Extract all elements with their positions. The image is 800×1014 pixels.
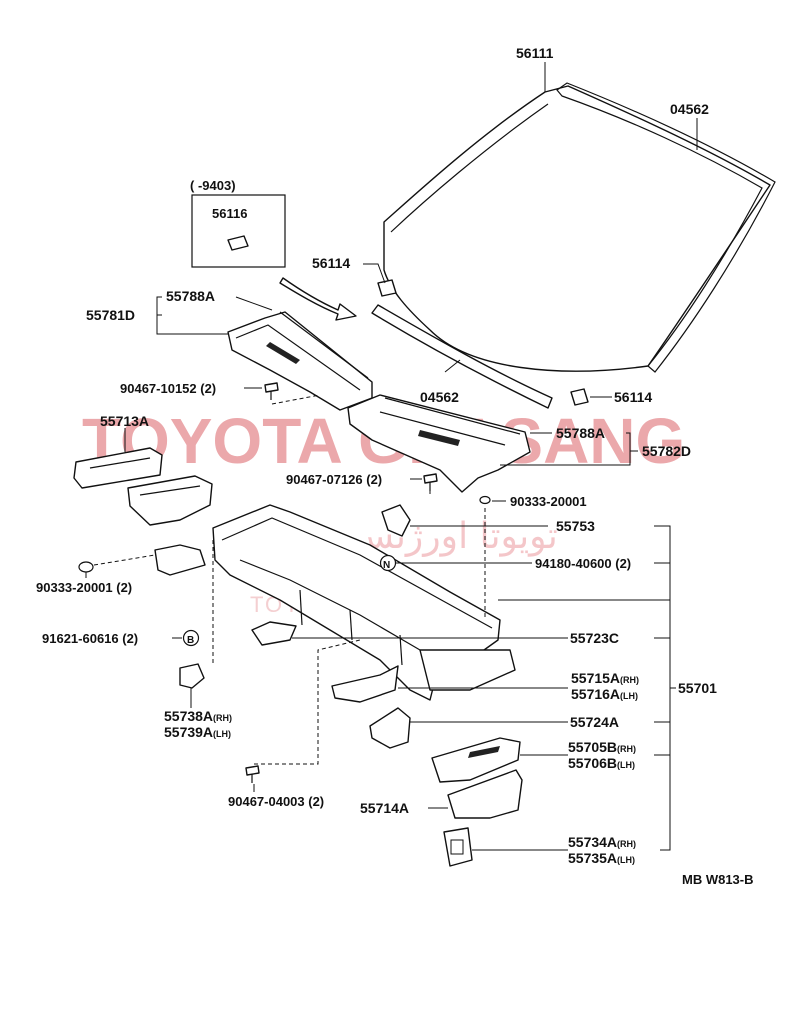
label-55788a-rh: 55788A <box>556 425 605 441</box>
cowl-louver-lh <box>227 311 373 411</box>
label-55788a-lh: 55788A <box>166 288 215 304</box>
label-55738a: 55738A(RH) <box>164 708 232 724</box>
watermark-arabic: تويوتا اورژنس <box>350 516 558 557</box>
plug-right-icon <box>479 495 491 505</box>
bolt-marker-letter: B <box>187 635 194 646</box>
bracket-55724a <box>369 707 411 749</box>
bracket-55753 <box>381 504 411 537</box>
label-55753: 55753 <box>556 518 595 534</box>
label-55782d: 55782D <box>642 443 691 459</box>
label-55705b: 55705B(RH) <box>568 739 636 755</box>
label-55706b: 55706B(LH) <box>568 755 635 771</box>
label-56114-right: 56114 <box>614 389 652 405</box>
label-55715a: 55715A(RH) <box>571 670 639 686</box>
label-nut: 94180-40600 (2) <box>535 556 631 571</box>
label-screw-b: 90467-07126 (2) <box>286 472 382 487</box>
bracket-55715a <box>331 665 399 703</box>
dash-screw-c <box>254 639 361 765</box>
bolt-marker <box>182 629 200 647</box>
dash-plug-left <box>93 554 156 566</box>
bracket-55714a <box>447 769 523 819</box>
windshield-glass <box>383 85 771 372</box>
leader-55782d-bracket <box>500 432 631 466</box>
cowl-louver-rh <box>347 394 531 493</box>
nut-marker <box>379 554 397 572</box>
windshield-clip-right <box>570 388 589 406</box>
diagram-code: MB W813-B <box>682 872 754 887</box>
inset-range-label: ( -9403) <box>190 178 236 193</box>
dash-screw-a <box>271 394 321 405</box>
label-55716a: 55716A(LH) <box>571 686 638 702</box>
bracket-55738a <box>179 663 205 689</box>
leader-04562-bottom <box>444 359 461 373</box>
label-55739a: 55739A(LH) <box>164 724 231 740</box>
label-bolt: 91621-60616 (2) <box>42 631 138 646</box>
label-55724a: 55724A <box>570 714 619 730</box>
leader-56114-left <box>363 263 386 284</box>
windshield-clip-left <box>377 279 397 297</box>
screw-c-icon <box>245 765 260 783</box>
screw-b-icon <box>423 473 438 491</box>
label-plug-left: 90333-20001 (2) <box>36 580 132 595</box>
label-56111: 56111 <box>516 45 554 61</box>
label-55713a: 55713A <box>100 413 149 429</box>
nut-marker-letter: N <box>383 560 390 571</box>
label-55723c: 55723C <box>570 630 619 646</box>
label-screw-a: 90467-10152 (2) <box>120 381 216 396</box>
windshield-lower-molding <box>371 304 553 409</box>
bracket-55734a <box>443 827 473 867</box>
cowl-top-panel <box>212 504 516 701</box>
leader-55788a-lh <box>235 296 273 311</box>
label-04562-top: 04562 <box>670 101 709 117</box>
bracket-55723c <box>251 621 297 646</box>
screw-a-icon <box>264 382 279 400</box>
label-04562-bottom: 04562 <box>420 389 459 405</box>
bracket-55705b <box>431 737 521 783</box>
label-55781d: 55781D <box>86 307 135 323</box>
label-55701: 55701 <box>678 680 717 696</box>
label-56114-left: 56114 <box>312 255 350 271</box>
label-plug-right: 90333-20001 <box>510 494 587 509</box>
inset-box <box>191 194 286 268</box>
plug-left-icon <box>78 561 94 573</box>
label-screw-c: 90467-04003 (2) <box>228 794 324 809</box>
direction-arrow <box>279 277 357 321</box>
bracket-55713a <box>73 447 213 526</box>
bracket-lh-lower <box>154 544 206 576</box>
label-55734a: 55734A(RH) <box>568 834 636 850</box>
label-55735a: 55735A(LH) <box>568 850 635 866</box>
label-55714a: 55714A <box>360 800 409 816</box>
inset-part-label: 56116 <box>212 206 247 221</box>
windshield-upper-molding <box>556 82 776 373</box>
